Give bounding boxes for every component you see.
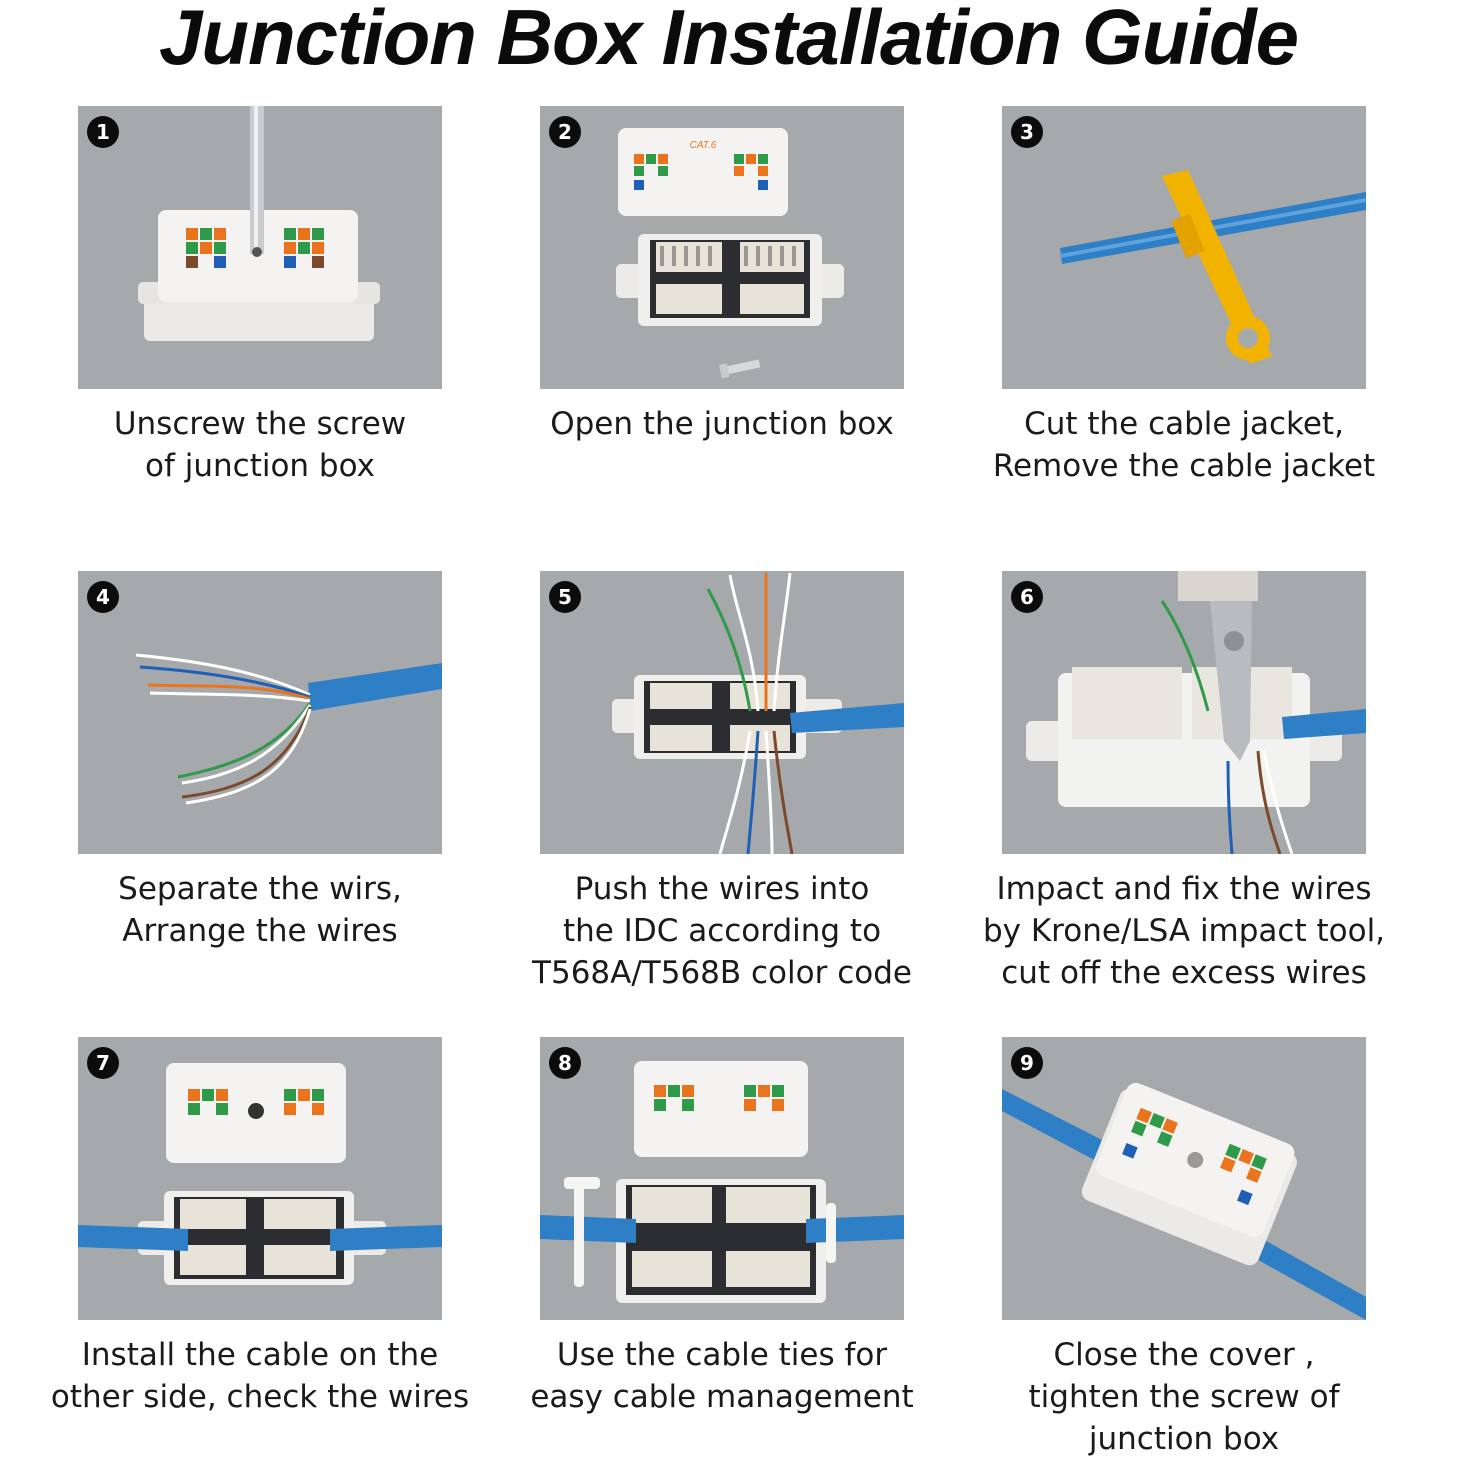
impact-tool-icon [1026,571,1366,854]
step-badge-2: 2 [549,116,581,148]
cover-label-text: CAT.6 [690,140,717,151]
cable-installed-icon [78,1063,442,1285]
step-badge-5: 5 [549,581,581,613]
page-title: Junction Box Installation Guide [158,0,1299,81]
step-1-photo: 1 [78,106,442,389]
step-badge-1: 1 [87,116,119,148]
box-label-grid-left [186,228,226,268]
step-4: 4 Separate the wirs,Arrange the wires [78,571,442,949]
idc-block-icon [612,572,904,854]
step-3-photo: 3 [1002,106,1366,389]
step-badge-9: 9 [1011,1047,1043,1079]
cable-tie-icon [540,1061,904,1303]
step-7-photo: 7 [78,1037,442,1320]
step-badge-3: 3 [1011,116,1043,148]
box-label-grid-right [284,228,324,268]
stripper-tool-icon [1060,170,1366,364]
closed-box-icon [1002,1082,1366,1320]
step-2-photo: CAT.6 2 [540,106,904,389]
wires-icon [135,653,442,805]
step-4-caption: Separate the wirs,Arrange the wires [118,871,402,949]
step-badge-4: 4 [87,581,119,613]
screwdriver-icon [138,106,380,341]
box-cover-icon: CAT.6 [616,128,844,379]
step-3: 3 Cut the cable jacket,Remove the cable … [993,106,1375,484]
step-2: CAT.6 2 Open the junction box [540,106,904,442]
step-2-caption: Open the junction box [550,406,894,442]
step-badge-7: 7 [87,1047,119,1079]
step-6-photo: 6 [1002,571,1366,854]
step-4-photo: 4 [78,571,442,854]
step-9-photo: 9 [1002,1037,1366,1320]
step-3-caption: Cut the cable jacket,Remove the cable ja… [992,406,1376,484]
step-5-photo: 5 [540,571,904,854]
step-badge-6: 6 [1011,581,1043,613]
step-badge-8: 8 [549,1047,581,1079]
step-8-photo: 8 [540,1037,904,1320]
